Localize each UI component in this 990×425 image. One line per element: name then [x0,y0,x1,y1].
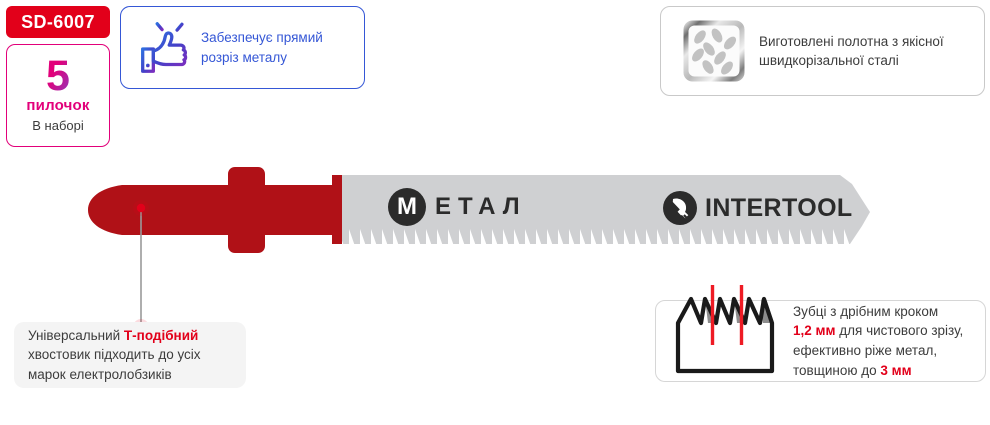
pack-count-card: 5 пилочок В наборі [6,44,110,147]
intertool-logo-icon [663,191,697,225]
jigsaw-blade-graphic [88,167,870,253]
blade-brand-metal: M ЕТАЛ [388,188,527,226]
callout-teeth-thickness: 3 мм [880,362,912,378]
metal-m-letter: M [397,193,417,220]
pack-count-word: пилочок [26,97,90,115]
feature-box-hss-steel: Виготовлені полотна з якісної швидкоріза… [660,6,985,96]
blade-brand-intertool: INTERTOOL [662,190,853,226]
metal-m-badge: M [388,188,426,226]
thumbs-up-icon [141,17,188,73]
pack-count-subtitle: В наборі [32,118,84,134]
steel-grain-icon [683,20,745,82]
callout-teeth-line3: ефективно ріже метал, [793,343,938,358]
feature-text-hss-steel: Виготовлені полотна з якісної швидкоріза… [759,33,944,68]
tooth-pitch-diagram-icon [675,285,775,374]
callout-shank-text: Універсальний Т-подібний хвостовик підхо… [14,326,201,385]
intertool-wordmark: INTERTOOL [705,193,853,222]
blade-shank [88,167,342,253]
callout-shank-highlight: Т-подібний [123,327,199,343]
feature-text-straight-cut: Забезпечує прямий розріз металу [201,30,323,65]
sku-badge: SD-6007 [6,6,110,38]
feature-box-straight-cut: Забезпечує прямий розріз металу [120,6,365,89]
blade-body [335,175,870,244]
callout-teeth-line2-rest: для чистового зрізу, [835,323,964,339]
shank-callout-connector [133,200,149,335]
callout-shank-line3: марок електролобзиків [28,366,172,382]
callout-teeth-line4-prefix: товщиною до [793,362,881,378]
callout-teeth-text: Зубці з дрібним кроком 1,2 мм для чистов… [785,302,963,380]
metal-word: ЕТАЛ [435,193,527,220]
callout-teeth: Зубці з дрібним кроком 1,2 мм для чистов… [655,285,986,382]
callout-teeth-pitch: 1,2 мм [793,323,836,339]
callout-shank-line2: хвостовик підходить до усіх [28,347,201,363]
sku-label: SD-6007 [21,11,95,32]
pack-count-number: 5 [46,51,70,100]
callout-teeth-line1: Зубці з дрібним кроком [793,303,939,319]
blade-teeth-pattern [338,229,850,244]
callout-shank: Універсальний Т-подібний хвостовик підхо… [14,322,246,388]
callout-shank-line1-prefix: Універсальний [28,327,124,343]
connector-dot-top [136,203,146,213]
